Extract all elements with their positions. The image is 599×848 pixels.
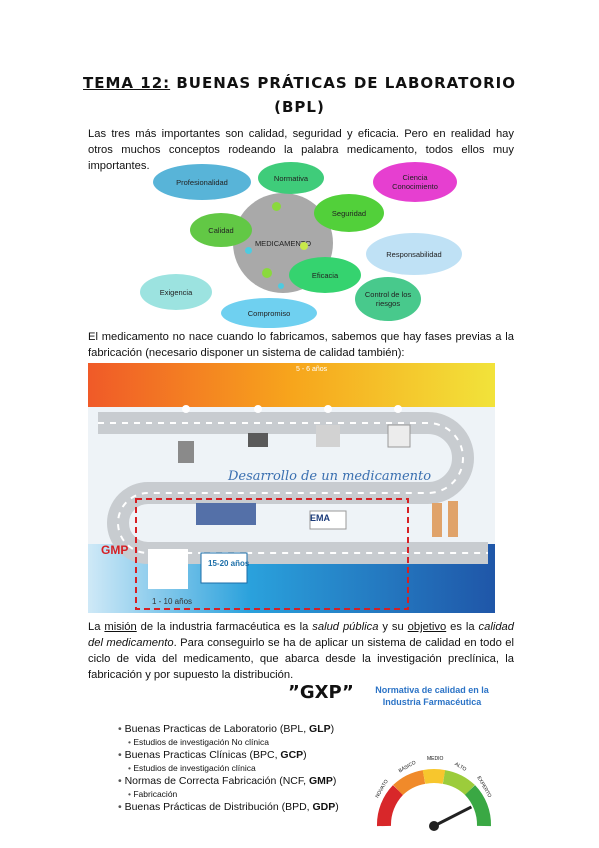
bubble-calidad: Calidad [190, 213, 252, 247]
list-subitem: Fabricación [118, 788, 339, 800]
document-title: TEMA 12: BUENAS PRÁTICAS DE LABORATORIO [0, 74, 599, 92]
list-subitem: Estudios de investigación clínica [118, 762, 339, 774]
item-code: GCP [280, 749, 304, 761]
bubble-eficacia: Eficacia [289, 257, 361, 293]
item-code: GLP [309, 723, 331, 735]
gxp-subtitle: Normativa de calidad en la Industria Far… [375, 685, 489, 707]
list-item: Normas de Correcta Fabricación (NCF, GMP… [118, 774, 339, 788]
text-run: es la [446, 621, 479, 633]
item-text: Normas de Correcta Fabricación (NCF, [124, 775, 309, 787]
mision-word: misión [104, 621, 137, 633]
list-item: Buenas Practicas de Laboratorio (BPL, GL… [118, 722, 339, 736]
skill-gauge: NOVATO BÁSICO MEDIO ALTO EXPERTO [372, 756, 496, 832]
bubble-compromiso: Compromiso [221, 298, 317, 328]
time-badge: 15-20 años [208, 559, 250, 568]
title-prefix: TEMA 12: [83, 74, 171, 92]
item-end: ) [335, 801, 339, 813]
title-main: BUENAS PRÁTICAS DE LABORATORIO [176, 74, 516, 92]
list-subitem: Estudios de investigación No clínica [118, 736, 339, 748]
gmp-label: GMP [101, 543, 129, 557]
item-end: ) [303, 749, 307, 761]
years-top: 5 - 6 años [296, 366, 328, 373]
bubble-control-riesgos: Control de los riesgos [355, 277, 421, 321]
item-end: ) [330, 723, 335, 735]
item-code: GMP [308, 775, 333, 787]
bubble-normativa: Normativa [258, 162, 324, 194]
mindmap-dot [300, 242, 308, 250]
text-run: La [88, 621, 105, 633]
infographic-drawing [88, 363, 495, 613]
bubble-exigencia: Exigencia [140, 274, 212, 310]
text-run: y su [378, 621, 408, 633]
phases-paragraph: El medicamento no nace cuando lo fabrica… [88, 331, 514, 359]
mindmap-dot [245, 247, 252, 254]
item-end: ) [332, 775, 337, 787]
salud-publica: salud pública [312, 621, 379, 633]
gauge-needle [433, 805, 473, 828]
mindmap-dot [262, 268, 272, 278]
mission-paragraph: La misión de la industria farmacéutica e… [88, 619, 514, 683]
item-code: GDP [312, 801, 336, 813]
text-run: de la industria farmacéutica es la [136, 621, 313, 633]
item-text: Buenas Practicas Clínicas (BPC, [124, 749, 281, 761]
list-item: Buenas Practicas Clínicas (BPC, GCP) [118, 748, 339, 762]
infographic-title: Desarrollo de un medicamento [228, 469, 432, 484]
item-text: Buenas Practicas de Laboratorio (BPL, [124, 723, 310, 735]
text-run: . Para conseguirlo se ha de aplicar un s… [88, 637, 514, 681]
gauge-drawing [377, 768, 491, 831]
bubble-seguridad: Seguridad [314, 194, 384, 232]
mindmap-dot [272, 202, 281, 211]
bubble-ciencia: Ciencia Conocimiento [373, 162, 457, 202]
list-item: Buenas Prácticas de Distribución (BPD, G… [118, 800, 339, 814]
intro-paragraph: Las tres más importantes son calidad, se… [88, 128, 514, 172]
years-left: 1 - 10 años [152, 597, 193, 606]
title-abbr: (BPL) [274, 98, 325, 116]
ema-label: EMA [310, 513, 330, 523]
gxp-list: Buenas Practicas de Laboratorio (BPL, GL… [118, 722, 339, 814]
calidad-medicamento: calidad del medicamento [88, 621, 514, 649]
gauge-label: MEDIO [427, 756, 444, 762]
objetivo-word: objetivo [407, 621, 447, 633]
bubble-profesionalidad: Profesionalidad [153, 164, 251, 200]
drug-development-infographic: 5 - 6 años Desarrollo de un medicamento … [88, 363, 495, 613]
bubble-responsabilidad: Responsabilidad [366, 233, 462, 275]
gxp-heading: ”GXP” [288, 682, 354, 703]
mindmap-dot [278, 283, 284, 289]
item-text: Buenas Prácticas de Distribución (BPD, [124, 801, 313, 813]
